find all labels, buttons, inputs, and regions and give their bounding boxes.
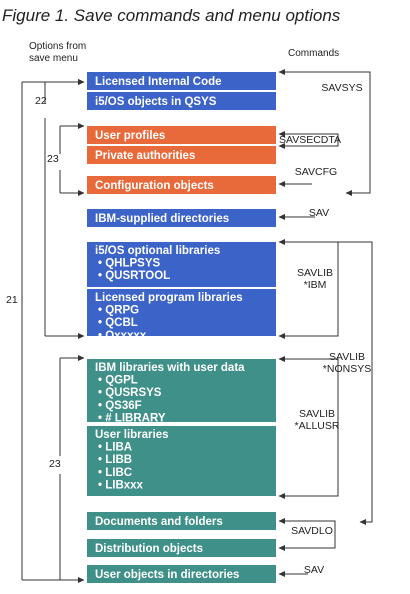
- content-boxes: Licensed Internal Code i5/OS objects in Q…: [87, 72, 276, 583]
- box-optlibs-title: i5/OS optional libraries: [95, 245, 220, 257]
- box-lpplibs-item: • Qxxxxx: [98, 330, 147, 342]
- command-savlib-ibm: SAVLIB*IBM: [297, 267, 333, 291]
- box-lpplibs-item: • QRPG: [98, 305, 139, 317]
- box-privauth: Private authorities: [87, 146, 276, 164]
- connector-lines: [21, 69, 373, 583]
- box-userobjdirs-bg: [87, 565, 276, 583]
- box-optlibs-item: • QHLPSYS: [98, 258, 161, 270]
- box-ibmuserlibs-item: • QUSRSYS: [98, 387, 162, 399]
- box-config-bg: [87, 176, 276, 194]
- command-savcfg: SAVCFG: [295, 166, 337, 178]
- box-userlibs-bg: [87, 426, 276, 496]
- connector-line: [306, 133, 339, 147]
- command-savsys: SAVSYS: [321, 82, 362, 94]
- box-lic-title: Licensed Internal Code: [95, 76, 222, 88]
- box-ibmdirs-title: IBM-supplied directories: [95, 213, 229, 225]
- box-userlibs-item: • LIBC: [98, 467, 132, 479]
- box-docs: Documents and folders: [87, 512, 276, 530]
- box-dist: Distribution objects: [87, 539, 276, 557]
- command-savdlo: SAVDLO: [291, 525, 333, 537]
- box-ibmuserlibs-bg: [87, 359, 276, 422]
- box-ibmuserlibs-item: • QS36F: [98, 400, 142, 412]
- box-privauth-bg: [87, 146, 276, 164]
- connector-line: [278, 358, 339, 499]
- box-i5os-bg: [87, 92, 276, 110]
- option-23-label: 23: [49, 458, 61, 470]
- box-optlibs-item: • QUSRTOOL: [98, 270, 170, 282]
- box-userobjdirs-title: User objects in directories: [95, 569, 239, 581]
- option-22-label: 22: [35, 95, 47, 107]
- command-savlib-nonsys: SAVLIB*NONSYS: [323, 351, 371, 375]
- commands-header: Commands: [288, 48, 339, 59]
- box-config-title: Configuration objects: [95, 180, 214, 192]
- box-dist-bg: [87, 539, 276, 557]
- box-ibmuserlibs-title: IBM libraries with user data: [95, 362, 245, 374]
- figure-title: Figure 1. Save commands and menu options: [2, 6, 341, 25]
- box-dist-title: Distribution objects: [95, 543, 203, 555]
- box-i5os-title: i5/OS objects in QSYS: [95, 96, 217, 108]
- connector-line: [341, 71, 371, 196]
- options-header-line1: Options from: [29, 41, 86, 52]
- box-lic: Licensed Internal Code: [87, 72, 276, 90]
- box-userlibs: User libraries• LIBA• LIBB• LIBC• LIBxxx: [87, 426, 276, 496]
- box-userlibs-item: • LIBB: [98, 454, 132, 466]
- box-ibmdirs-bg: [87, 209, 276, 227]
- box-lic-bg: [87, 72, 276, 90]
- box-userlibs-item: • LIBxxx: [98, 479, 144, 491]
- box-ibmdirs: IBM-supplied directories: [87, 209, 276, 227]
- box-ibmuserlibs-item: • QGPL: [98, 375, 138, 387]
- box-ibmuserlibs-item: • # LIBRARY: [98, 412, 166, 424]
- box-i5os: i5/OS objects in QSYS: [87, 92, 276, 110]
- box-privauth-title: Private authorities: [95, 150, 195, 162]
- command-sav2: SAV: [304, 564, 324, 576]
- box-userlibs-item: • LIBA: [98, 442, 132, 454]
- command-savlib-allusr: SAVLIB*ALLUSR: [295, 408, 340, 432]
- box-userprof: User profiles: [87, 126, 276, 144]
- box-lpplibs-title: Licensed program libraries: [95, 292, 243, 304]
- box-docs-title: Documents and folders: [95, 516, 223, 528]
- box-lpplibs-item: • QCBL: [98, 317, 138, 329]
- box-userobjdirs: User objects in directories: [87, 565, 276, 583]
- connector-line: [278, 241, 339, 339]
- box-lpplibs: Licensed program libraries• QRPG• QCBL• …: [87, 289, 276, 342]
- command-savsecdta: SAVSECDTA: [279, 134, 341, 146]
- box-ibmuserlibs: IBM libraries with user data• QGPL• QUSR…: [87, 359, 276, 424]
- option-23-label: 23: [47, 153, 59, 165]
- connector-line: [306, 520, 336, 549]
- command-sav1: SAV: [309, 207, 329, 219]
- box-optlibs: i5/OS optional libraries• QHLPSYS• QUSRT…: [87, 242, 276, 287]
- box-lpplibs-bg: [87, 289, 276, 336]
- box-userprof-bg: [87, 126, 276, 144]
- connector-line: [338, 241, 373, 525]
- options-header-line2: save menu: [29, 53, 78, 64]
- box-userlibs-title: User libraries: [95, 429, 169, 441]
- box-userprof-title: User profiles: [95, 130, 165, 142]
- box-config: Configuration objects: [87, 176, 276, 194]
- box-optlibs-bg: [87, 242, 276, 287]
- menu-option-labels: 21 22 23 23: [6, 95, 61, 470]
- command-labels: SAVSYS SAVSECDTA SAVCFG SAV SAVLIB*IBM SAVLIB…: [279, 82, 371, 576]
- option-21-label: 21: [6, 294, 18, 306]
- box-docs-bg: [87, 512, 276, 530]
